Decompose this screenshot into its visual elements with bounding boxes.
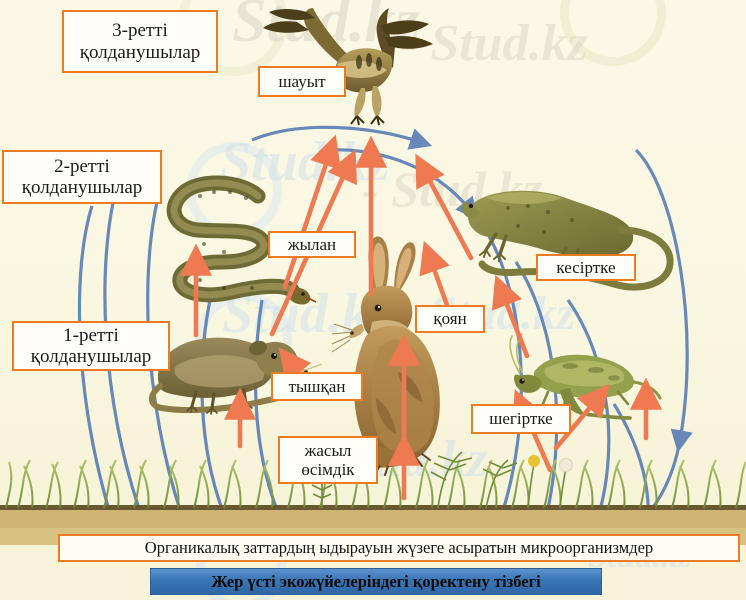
label-secondary-line2: қолданушылар — [21, 177, 143, 198]
label-mouse: тышқан — [271, 372, 363, 401]
label-lizard: кесіртке — [536, 254, 636, 281]
label-green-plant-line1: жасыл — [304, 440, 352, 460]
label-secondary-consumers: 2-ретті қолданушылар — [2, 150, 162, 204]
label-snake: жылан — [268, 231, 356, 258]
label-green-plant-line2: өсімдік — [301, 460, 355, 479]
decomposer-bar: Органикалық заттардың ыдырауын жүзеге ас… — [58, 534, 740, 562]
label-grasshopper: шегіртке — [471, 404, 571, 434]
label-eagle: шауыт — [258, 66, 346, 97]
label-primary-consumers: 1-ретті қолданушылар — [12, 321, 170, 371]
diagram-caption: Жер үсті экожүйелеріндегі қоректену тізб… — [150, 568, 602, 595]
label-tertiary-line1: 3-ретті — [112, 20, 168, 42]
label-primary-line1: 1-ретті — [63, 324, 119, 346]
label-tertiary-consumers: 3-ретті қолданушылар — [62, 10, 218, 73]
label-secondary-line1: 2-ретті — [54, 155, 110, 177]
label-green-plant: жасыл өсімдік — [278, 436, 378, 484]
label-hare: қоян — [415, 305, 485, 333]
label-primary-line2: қолданушылар — [30, 346, 152, 367]
label-tertiary-line2: қолданушылар — [79, 41, 201, 63]
